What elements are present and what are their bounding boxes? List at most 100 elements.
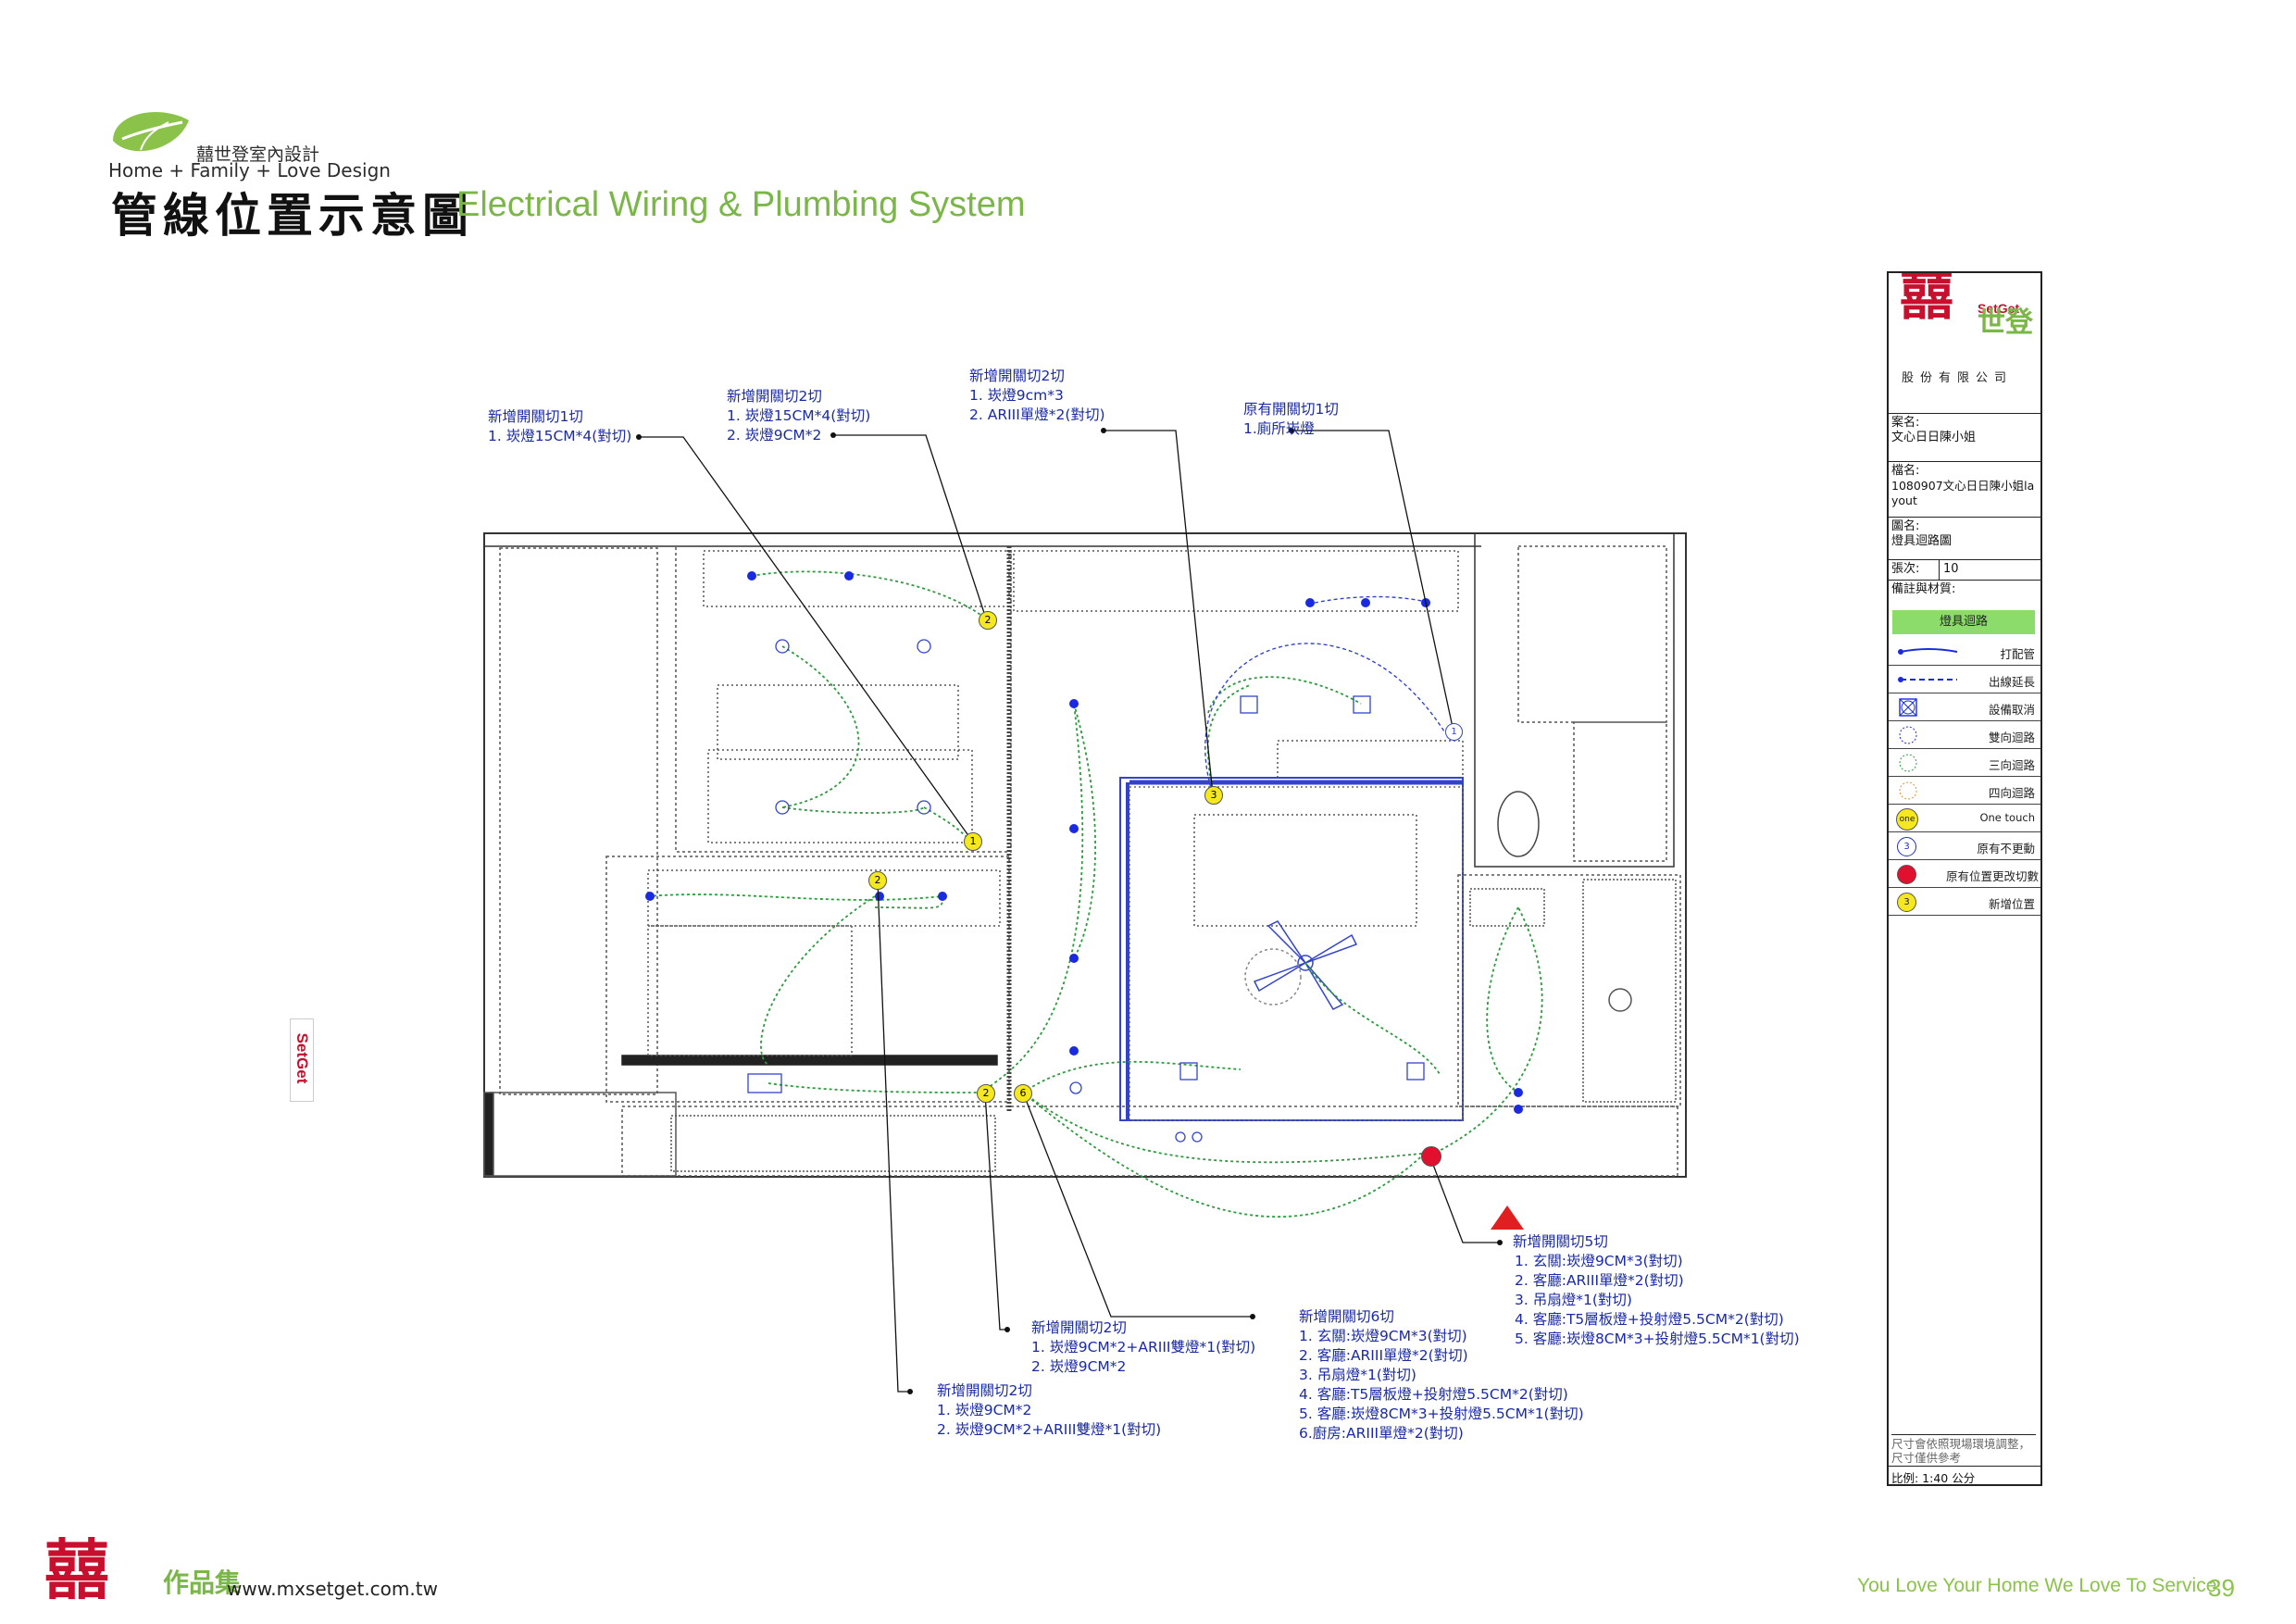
note-line: 2. 崁燈9CM*2+ARIII雙燈*1(對切)	[937, 1421, 1162, 1438]
remark-cell: 備註與材質:	[1889, 581, 2040, 603]
file-value: 1080907文心日日陳小姐layout	[1891, 479, 2035, 507]
dashed-line-icon	[1898, 677, 1957, 682]
page-number: 39	[2208, 1574, 2235, 1602]
note-line: 2. 客廳:ARIII單燈*2(對切)	[1515, 1272, 1684, 1289]
footer-website: www.mxsetget.com.tw	[227, 1578, 438, 1600]
solid-line-icon	[1898, 648, 1958, 655]
legend-row: 設備取消	[1889, 693, 2040, 721]
legend-label: 雙向迴路	[1988, 731, 2035, 744]
note-switch-2d: 新增開關切2切 1. 崁燈9CM*2 2. 崁燈9CM*2+ARIII雙燈*1(…	[937, 1381, 1161, 1440]
legend-row: 打配管	[1889, 638, 2040, 666]
legend-label: 原有位置更改切數	[1945, 869, 2039, 883]
downlights	[645, 571, 1523, 1114]
legend-label: 三向迴路	[1988, 758, 2035, 772]
note-line: 2. ARIII單燈*2(對切)	[969, 406, 1105, 423]
legend-label: 出線延長	[1988, 675, 2035, 689]
title-block: 囍 SetGet 世登 股份有限公司 案名: 文心日日陳小姐 檔名: 10809…	[1887, 271, 2042, 1486]
legend-row: 四向迴路	[1889, 777, 2040, 805]
legend-label: 新增位置	[1988, 897, 2035, 911]
note-line: 2. 客廳:ARIII單燈*2(對切)	[1299, 1347, 1468, 1364]
cancel-box-icon	[1899, 698, 1917, 717]
switch-marker-3: 3	[1204, 786, 1223, 805]
bedroom-2	[605, 856, 1010, 1103]
file-label: 檔名:	[1891, 464, 1920, 478]
note-title: 新增開關切6切	[1299, 1308, 1394, 1325]
legend-row: 雙向迴路	[1889, 721, 2040, 749]
legend-row: 原有位置更改切數	[1889, 860, 2040, 888]
note-line: 1. 崁燈9cm*3	[969, 387, 1064, 404]
sheet-cell: 張次: 10	[1889, 560, 2040, 581]
note-line: 4. 客廳:T5層板燈+投射燈5.5CM*2(對切)	[1515, 1311, 1784, 1328]
footer-logo: 囍 作品集	[44, 1531, 242, 1608]
legend-row: 3 新增位置	[1889, 888, 2040, 916]
existing-icon: 3	[1897, 837, 1916, 856]
case-value: 文心日日陳小姐	[1891, 431, 1977, 444]
note-line: 1.廁所崁燈	[1243, 420, 1315, 437]
legend-label: 設備取消	[1988, 703, 2035, 717]
note-switch-2b: 新增開關切2切 1. 崁燈9cm*3 2. ARIII單燈*2(對切)	[969, 367, 1105, 425]
remark-label: 備註與材質:	[1891, 582, 1956, 596]
sheet-label: 張次:	[1891, 562, 1920, 576]
switch-marker-existing-1: 1	[1445, 723, 1463, 741]
note-title: 原有開關切1切	[1243, 401, 1339, 418]
title-block-logo-en: SetGet	[1978, 301, 2020, 316]
legend-label: One touch	[1979, 811, 2035, 824]
note-title: 新增開關切2切	[937, 1382, 1032, 1399]
drawing-name-cell: 圖名: 燈具迴路圖	[1889, 518, 2040, 560]
note-title: 新增開關切2切	[969, 368, 1065, 384]
note-line: 5. 客廳:崁燈8CM*3+投射燈5.5CM*1(對切)	[1515, 1330, 1800, 1347]
legend-label: 四向迴路	[1988, 786, 2035, 800]
bedroom-1	[675, 545, 1012, 853]
note-line: 1. 玄關:崁燈9CM*3(對切)	[1515, 1253, 1683, 1269]
note-existing-switch: 原有開關切1切 1.廁所崁燈	[1243, 400, 1339, 439]
switch-marker-bedroom2: 2	[868, 871, 887, 890]
switch-marker-relocated	[1421, 1146, 1441, 1167]
note-line: 2. 崁燈9CM*2	[727, 427, 822, 443]
note-line: 1. 崁燈9CM*2	[937, 1402, 1032, 1418]
company-slogan: Home + Family + Love Design	[108, 159, 391, 181]
green-wiring	[647, 570, 1543, 1218]
plan-outline	[483, 532, 1687, 1178]
bathroom	[1474, 532, 1675, 868]
legend-row: 出線延長	[1889, 666, 2040, 693]
legend-header: 燈具迴路	[1892, 610, 2035, 634]
note-switch-2c: 新增開關切2切 1. 崁燈9CM*2+ARIII雙燈*1(對切) 2. 崁燈9C…	[1031, 1318, 1255, 1377]
note-title: 新增開關切1切	[488, 408, 583, 425]
switch-marker-2: 2	[979, 611, 997, 630]
sheet-value: 10	[1939, 560, 1959, 580]
legend-label: 原有不更動	[1977, 842, 2035, 856]
drawing-value: 燈具迴路圖	[1891, 534, 1953, 548]
note-line: 1. 崁燈15CM*4(對切)	[727, 407, 871, 424]
note-title: 新增開關切2切	[727, 388, 822, 405]
note-line: 5. 客廳:崁燈8CM*3+投射燈5.5CM*1(對切)	[1299, 1405, 1584, 1422]
page-title-en: Electrical Wiring & Plumbing System	[456, 185, 1026, 224]
file-name-cell: 檔名: 1080907文心日日陳小姐layout	[1889, 462, 2040, 518]
note-title: 新增開關切2切	[1031, 1319, 1127, 1336]
footer-slogan: You Love Your Home We Love To Service	[1857, 1575, 2217, 1596]
drawing-label: 圖名:	[1891, 519, 1920, 533]
disclaimer: 尺寸會依照現場環境調整，尺寸僅供參考	[1891, 1434, 2036, 1465]
company-leaf-logo	[113, 112, 189, 152]
green-circle-icon	[1899, 754, 1917, 772]
note-line: 2. 崁燈9CM*2	[1031, 1358, 1127, 1375]
footer-logo-text: 作品集	[163, 1568, 242, 1598]
warning-triangle-icon	[1491, 1206, 1524, 1230]
note-line: 6.廚房:ARIII單燈*2(對切)	[1299, 1425, 1464, 1442]
case-label: 案名:	[1891, 416, 1920, 430]
title-block-logo-zh: 世登	[1978, 306, 2033, 339]
note-line: 1. 崁燈15CM*4(對切)	[488, 428, 632, 444]
yellow-dot-icon: 3	[1897, 893, 1916, 912]
case-name-cell: 案名: 文心日日陳小姐	[1889, 414, 2040, 462]
note-line: 1. 崁燈9CM*2+ARIII雙燈*1(對切)	[1031, 1339, 1256, 1355]
title-block-logo-sub: 股份有限公司	[1902, 371, 2014, 385]
side-logo: SetGet	[290, 1018, 314, 1102]
blue-circle-icon	[1899, 726, 1917, 744]
leader-lines	[639, 430, 1500, 1393]
company-name: 囍世登室內設計	[196, 144, 320, 165]
title-block-logo: 囍 SetGet 世登 股份有限公司	[1889, 273, 2040, 414]
note-title: 新增開關切5切	[1513, 1233, 1608, 1250]
switch-marker-1: 1	[964, 832, 982, 851]
scale: 比例: 1:40 公分	[1889, 1466, 2042, 1488]
note-line: 4. 客廳:T5層板燈+投射燈5.5CM*2(對切)	[1299, 1386, 1568, 1403]
